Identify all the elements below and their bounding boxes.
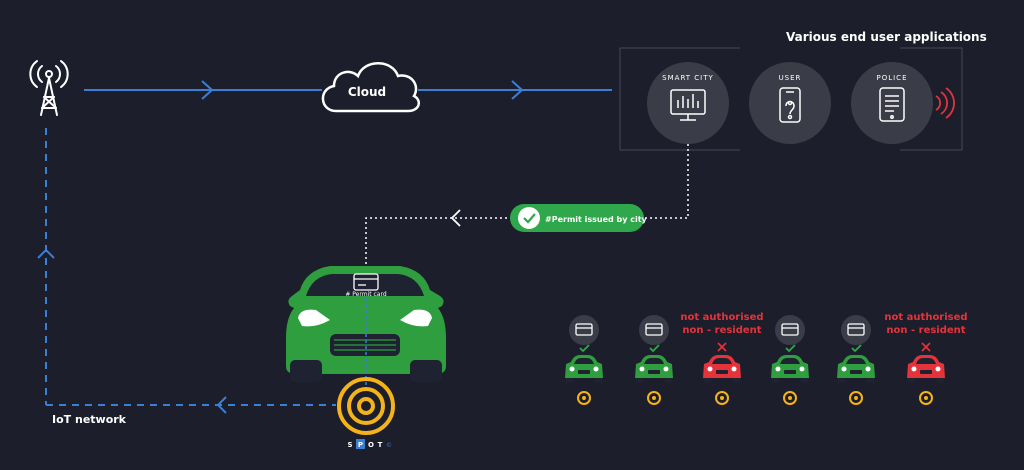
app-label: POLICE [876, 74, 907, 82]
apps-box [619, 47, 963, 151]
green-car-icon [771, 355, 809, 383]
not-authorised-label: not authorised non - resident [866, 311, 986, 337]
check-icon [785, 344, 796, 353]
app-police: POLICE [851, 62, 955, 144]
brand-letter: O [368, 441, 374, 449]
parking-sensor-icon [337, 377, 395, 435]
parking-spot [635, 315, 673, 405]
not-authorised-label: not authorised non - resident [662, 311, 782, 337]
permit-pill: #Permit issued by city [510, 204, 648, 232]
red-car-icon [907, 355, 945, 383]
parking-spot [837, 315, 875, 405]
iot-network-label: IoT network [52, 413, 126, 426]
parking-sensor-icon [577, 391, 591, 405]
parking-spot [907, 342, 945, 405]
app-label: USER [779, 74, 802, 82]
parking-sensor-icon [715, 391, 729, 405]
parking-sensor-icon [919, 391, 933, 405]
card-reader-icon [639, 315, 669, 345]
parking-spot [565, 315, 603, 405]
parking-sensor-icon [783, 391, 797, 405]
app-smart-city: SMART CITY [647, 62, 729, 144]
green-car-icon [837, 355, 875, 383]
tablet-document-icon [879, 87, 905, 122]
check-icon [851, 344, 862, 353]
app-user: USER [749, 62, 831, 144]
brand-letter: S [347, 441, 352, 449]
brand-letter: © [386, 442, 392, 449]
brand-letter: T [378, 441, 383, 449]
parking-sensor-icon [849, 391, 863, 405]
sensor-brand-logo: S P O T © [347, 439, 392, 449]
check-icon [579, 344, 590, 353]
check-icon [523, 213, 536, 224]
cloud-label: Cloud [348, 85, 386, 99]
card-reader-icon [841, 315, 871, 345]
card-reader-icon [569, 315, 599, 345]
permit-flow-line [365, 144, 689, 268]
card-reader-icon [775, 315, 805, 345]
iot-network-dashed-line [37, 128, 336, 414]
cross-icon [717, 342, 727, 352]
permit-card-label: # Permit card [345, 291, 387, 298]
parking-spot [771, 315, 809, 405]
cross-icon [921, 342, 931, 352]
permit-card-icon [353, 273, 379, 291]
monitor-chart-icon [670, 89, 706, 121]
non-resident-line: non - resident [886, 325, 966, 336]
red-car-icon [703, 355, 741, 383]
apps-title: Various end user applications [786, 30, 987, 44]
parking-row [565, 315, 945, 405]
not-authorised-line: not authorised [884, 312, 968, 323]
alert-signal-icon [935, 87, 955, 119]
app-label: SMART CITY [662, 74, 714, 82]
permit-pill-label: #Permit issued by city [545, 215, 648, 224]
smartphone-icon [779, 87, 801, 123]
check-icon [649, 344, 660, 353]
green-car-icon [635, 355, 673, 383]
permit-car: # Permit card [286, 266, 446, 388]
green-car-icon [565, 355, 603, 383]
uplink-line [84, 80, 612, 100]
not-authorised-line: not authorised [680, 312, 764, 323]
permit-flow-arrow [450, 209, 461, 227]
antenna-tower-icon [29, 60, 69, 116]
parking-spot [703, 342, 741, 405]
cloud-icon [321, 62, 421, 113]
brand-letter: P [358, 441, 363, 449]
parking-sensor-icon [647, 391, 661, 405]
non-resident-line: non - resident [682, 325, 762, 336]
